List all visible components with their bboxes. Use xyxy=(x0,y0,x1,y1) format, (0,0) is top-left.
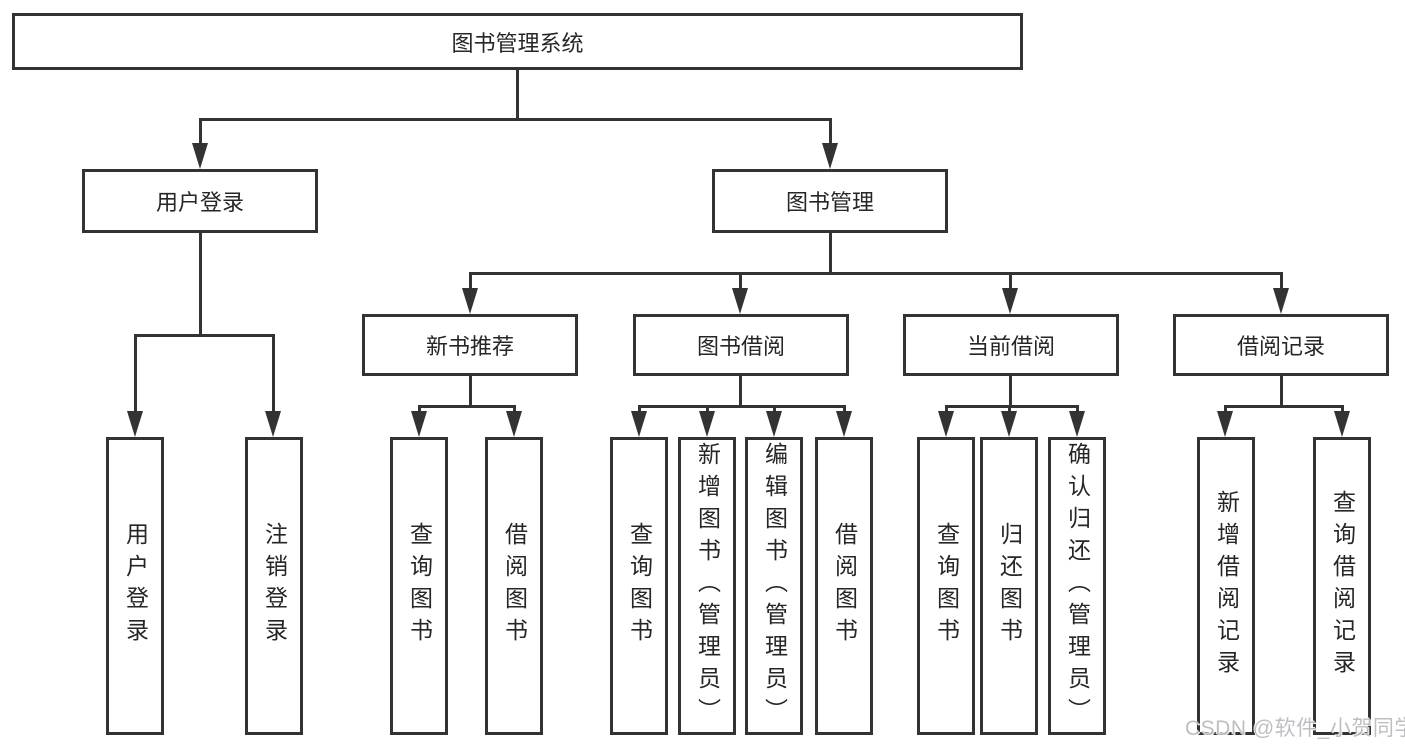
leaf-label: 借阅图书 xyxy=(831,522,858,650)
connector-line xyxy=(199,118,202,148)
leaf-query-book-borrow: 查询图书 xyxy=(610,437,668,735)
node-label: 当前借阅 xyxy=(966,334,1055,359)
connector-line xyxy=(638,405,846,408)
leaf-label: 新增图书（管理员） xyxy=(694,442,721,730)
node-label: 图书借阅 xyxy=(696,334,785,359)
node-book-borrowing: 图书借阅 xyxy=(633,314,849,376)
node-book-management: 图书管理 xyxy=(712,169,948,233)
node-library-management-system: 图书管理系统 xyxy=(12,13,1023,70)
connector-line xyxy=(829,118,832,148)
arrow-down-icon xyxy=(1334,411,1350,437)
connector-line xyxy=(945,405,1079,408)
arrow-down-icon xyxy=(1001,411,1017,437)
leaf-user-login: 用户登录 xyxy=(106,437,164,735)
leaf-label: 注销登录 xyxy=(261,522,288,650)
arrow-down-icon xyxy=(822,143,838,169)
connector-line xyxy=(1009,272,1012,294)
leaf-add-borrow-record: 新增借阅记录 xyxy=(1197,437,1255,735)
arrow-down-icon xyxy=(462,288,478,314)
node-label: 图书管理系统 xyxy=(451,30,584,56)
leaf-label: 查询图书 xyxy=(933,522,960,650)
leaf-return-book: 归还图书 xyxy=(980,437,1038,735)
arrow-down-icon xyxy=(1273,288,1289,314)
node-label: 图书管理 xyxy=(785,190,874,215)
leaf-add-book-admin: 新增图书（管理员） xyxy=(678,437,736,735)
leaf-query-borrow-record: 查询借阅记录 xyxy=(1313,437,1371,735)
arrow-down-icon xyxy=(766,411,782,437)
leaf-label: 查询图书 xyxy=(626,522,653,650)
leaf-query-book-current: 查询图书 xyxy=(917,437,975,735)
node-user-login: 用户登录 xyxy=(82,169,318,233)
connector-line xyxy=(516,70,519,121)
node-current-borrowing: 当前借阅 xyxy=(903,314,1119,376)
connector-line xyxy=(469,272,1283,275)
arrow-down-icon xyxy=(699,411,715,437)
leaf-confirm-return-admin: 确认归还（管理员） xyxy=(1048,437,1106,735)
leaf-edit-book-admin: 编辑图书（管理员） xyxy=(745,437,803,735)
arrow-down-icon xyxy=(127,411,143,437)
connector-line xyxy=(199,118,832,121)
leaf-logout: 注销登录 xyxy=(245,437,303,735)
connector-line xyxy=(1224,405,1344,408)
leaf-label: 新增借阅记录 xyxy=(1213,490,1240,682)
leaf-query-book-recommend: 查询图书 xyxy=(390,437,448,735)
leaf-borrow-book: 借阅图书 xyxy=(815,437,873,735)
connector-line xyxy=(1280,272,1283,294)
connector-line xyxy=(199,233,202,337)
arrow-down-icon xyxy=(938,411,954,437)
arrow-down-icon xyxy=(265,411,281,437)
node-label: 新书推荐 xyxy=(425,334,514,359)
connector-line xyxy=(1280,376,1283,408)
node-borrowing-records: 借阅记录 xyxy=(1173,314,1389,376)
leaf-label: 用户登录 xyxy=(122,522,149,650)
connector-line xyxy=(739,272,742,294)
leaf-label: 确认归还（管理员） xyxy=(1064,442,1091,730)
connector-line xyxy=(829,233,832,275)
arrow-down-icon xyxy=(411,411,427,437)
arrow-down-icon xyxy=(506,411,522,437)
connector-line xyxy=(1009,376,1012,408)
arrow-down-icon xyxy=(1002,288,1018,314)
node-label: 借阅记录 xyxy=(1236,334,1325,359)
connector-line xyxy=(469,272,472,294)
leaf-label: 归还图书 xyxy=(996,522,1023,650)
csdn-watermark: CSDN @软件_小贺同学 xyxy=(1185,717,1405,740)
arrow-down-icon xyxy=(1069,411,1085,437)
arrow-down-icon xyxy=(1217,411,1233,437)
connector-line xyxy=(418,405,516,408)
connector-line xyxy=(739,376,742,408)
node-label: 用户登录 xyxy=(155,190,244,215)
connector-line xyxy=(134,334,275,337)
leaf-label: 查询借阅记录 xyxy=(1329,490,1356,682)
arrow-down-icon xyxy=(192,143,208,169)
arrow-down-icon xyxy=(732,288,748,314)
connector-line xyxy=(272,334,275,414)
leaf-label: 查询图书 xyxy=(406,522,433,650)
node-new-book-recommendation: 新书推荐 xyxy=(362,314,578,376)
leaf-label: 借阅图书 xyxy=(501,522,528,650)
connector-line xyxy=(134,334,137,414)
leaf-label: 编辑图书（管理员） xyxy=(761,442,788,730)
arrow-down-icon xyxy=(631,411,647,437)
leaf-borrow-book-recommend: 借阅图书 xyxy=(485,437,543,735)
connector-line xyxy=(469,376,472,408)
arrow-down-icon xyxy=(836,411,852,437)
